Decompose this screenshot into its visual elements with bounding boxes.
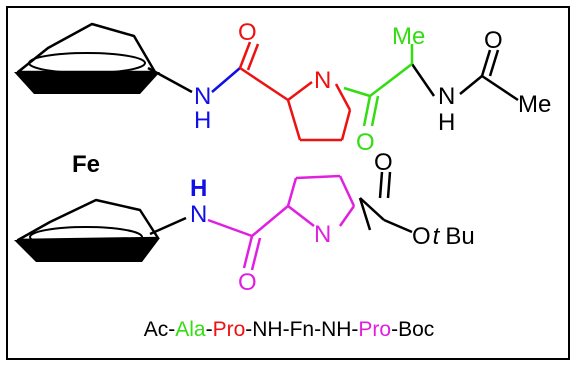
- fe-label: Fe: [72, 151, 100, 178]
- nh-n-bottom: N: [190, 201, 207, 228]
- me-label-ala: Me: [392, 23, 425, 50]
- caption-segment: -: [205, 318, 213, 341]
- caption-segment: Pro: [358, 318, 392, 341]
- bonds-black-top: [147, 49, 519, 102]
- acetyl-o: O: [484, 27, 503, 54]
- bonds-red-proline: [238, 41, 352, 142]
- cp-ring-top: [14, 22, 160, 94]
- bonds-magenta-proline: [207, 174, 356, 271]
- caption-segment: Ala: [175, 318, 206, 341]
- caption-segment: Ac-: [143, 318, 176, 341]
- cp-ring-bottom: [14, 198, 160, 262]
- caption-segment: -NH-Fn-NH-: [245, 318, 359, 341]
- ala-carbonyl-o: O: [356, 129, 375, 156]
- proline-n-top: N: [314, 67, 331, 94]
- acetyl-n: N: [438, 83, 455, 110]
- caption-segment: -Boc: [391, 318, 435, 341]
- carbonyl-o-top: O: [238, 19, 257, 46]
- sequence-caption: Ac-Ala-Pro-NH-Fn-NH-Pro-Boc: [0, 318, 578, 342]
- acetyl-h: H: [438, 109, 455, 136]
- nh-n-top: N: [194, 83, 211, 110]
- caption-segment: Pro: [212, 318, 246, 341]
- bonds-blue-top: [211, 67, 241, 93]
- carbonyl-o-bottom: O: [238, 269, 257, 296]
- nh-h-bottom: H: [190, 175, 207, 202]
- bonds-black-bottom: [149, 171, 413, 236]
- proline-n-bottom: N: [314, 221, 331, 248]
- nh-h-top: H: [194, 107, 211, 134]
- me-label-acetyl: Me: [518, 91, 551, 118]
- bonds-green-ala: [343, 44, 414, 127]
- boc-carbonyl-o: O: [374, 149, 393, 176]
- figure-frame: [6, 6, 570, 360]
